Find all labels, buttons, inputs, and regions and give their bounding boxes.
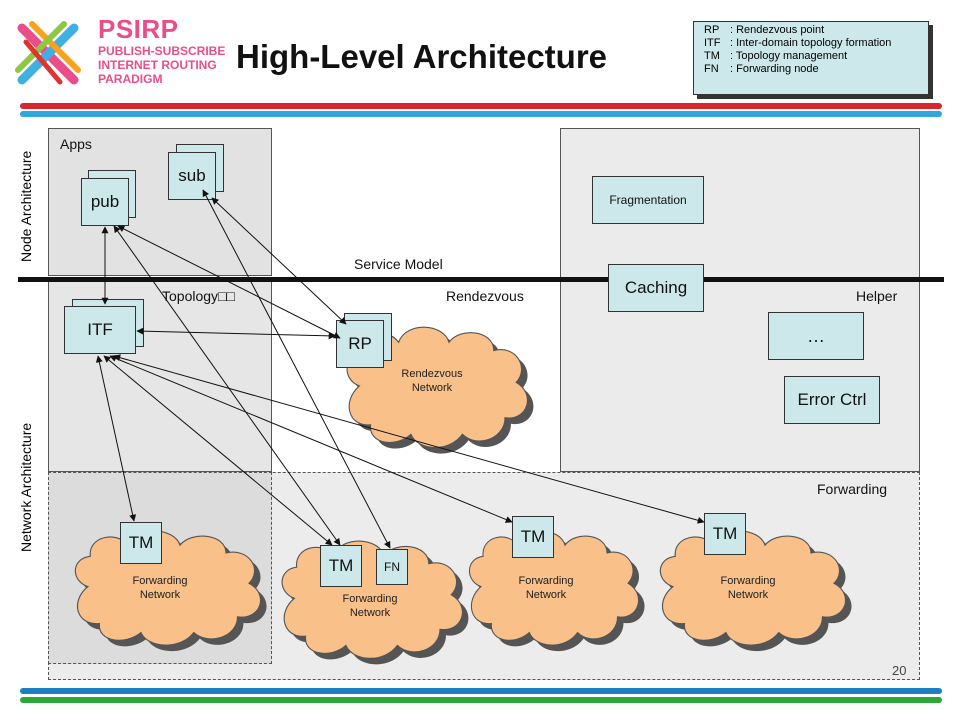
tm-label: TM xyxy=(712,524,738,543)
logo-line-2: INTERNET ROUTING xyxy=(98,58,217,72)
caching-box[interactable]: Caching xyxy=(608,264,704,312)
pub-box[interactable]: pub xyxy=(81,178,129,226)
rendezvous-label: Rendezvous xyxy=(446,288,524,304)
page-title: High-Level Architecture xyxy=(236,38,608,75)
error-ctrl-box[interactable]: Error Ctrl xyxy=(784,376,880,424)
legend-row: FN: Forwarding node xyxy=(704,63,819,75)
legend-row: ITF: Inter-domain topology formation xyxy=(704,37,892,49)
service-model-label: Service Model xyxy=(354,256,443,272)
tm-label: TM xyxy=(520,527,546,546)
forwarding-label: Forwarding xyxy=(817,481,888,497)
legend-row: TM: Topology management xyxy=(704,50,848,62)
tm-label: TM xyxy=(328,556,354,575)
bottom-bar-blue xyxy=(20,688,942,694)
logo-brand: PSIRP xyxy=(98,14,179,44)
fragmentation-box[interactable]: Fragmentation xyxy=(592,176,704,224)
helper-label: Helper xyxy=(856,288,898,304)
ellipsis-label: … xyxy=(807,325,825,346)
logo-line-1: PUBLISH-SUBSCRIBE xyxy=(98,44,226,58)
psirp-logo: PSIRP PUBLISH-SUBSCRIBE INTERNET ROUTING… xyxy=(12,14,234,90)
tm-label: TM xyxy=(128,533,154,552)
tm-box-4[interactable]: TM xyxy=(704,513,746,555)
itf-label: ITF xyxy=(87,320,113,339)
pub-label: pub xyxy=(90,192,120,211)
sub-label: sub xyxy=(178,166,206,185)
logo-line-3: PARADIGM xyxy=(98,72,163,86)
fn-label: FN xyxy=(384,560,400,574)
service-model-divider xyxy=(18,277,944,282)
legend-note: RP: Rendezvous point ITF: Inter-domain t… xyxy=(693,21,933,99)
tm-box-2[interactable]: TM xyxy=(320,545,362,587)
apps-label: Apps xyxy=(60,136,92,152)
fn-box[interactable]: FN xyxy=(376,549,408,585)
top-bar-cyan xyxy=(20,111,942,117)
network-architecture-label: Network Architecture xyxy=(18,422,34,552)
rp-label: RP xyxy=(348,334,372,353)
top-bar-red xyxy=(20,103,942,109)
node-architecture-label: Node Architecture xyxy=(18,150,34,262)
error-ctrl-label: Error Ctrl xyxy=(797,390,867,409)
itf-box[interactable]: ITF xyxy=(64,306,136,354)
rp-box[interactable]: RP xyxy=(336,320,384,368)
caching-label: Caching xyxy=(624,278,688,297)
tm-box-1[interactable]: TM xyxy=(120,522,162,564)
sub-box[interactable]: sub xyxy=(168,152,216,200)
page-number: 20 xyxy=(892,663,907,678)
legend-row: RP: Rendezvous point xyxy=(704,24,825,36)
ellipsis-box[interactable]: … xyxy=(768,312,864,360)
tm-box-3[interactable]: TM xyxy=(512,516,554,558)
fragmentation-label: Fragmentation xyxy=(609,193,687,207)
logo-mark-icon xyxy=(15,21,81,85)
topology-label: Topology□□ xyxy=(162,288,235,304)
bottom-bar-green xyxy=(20,697,942,703)
